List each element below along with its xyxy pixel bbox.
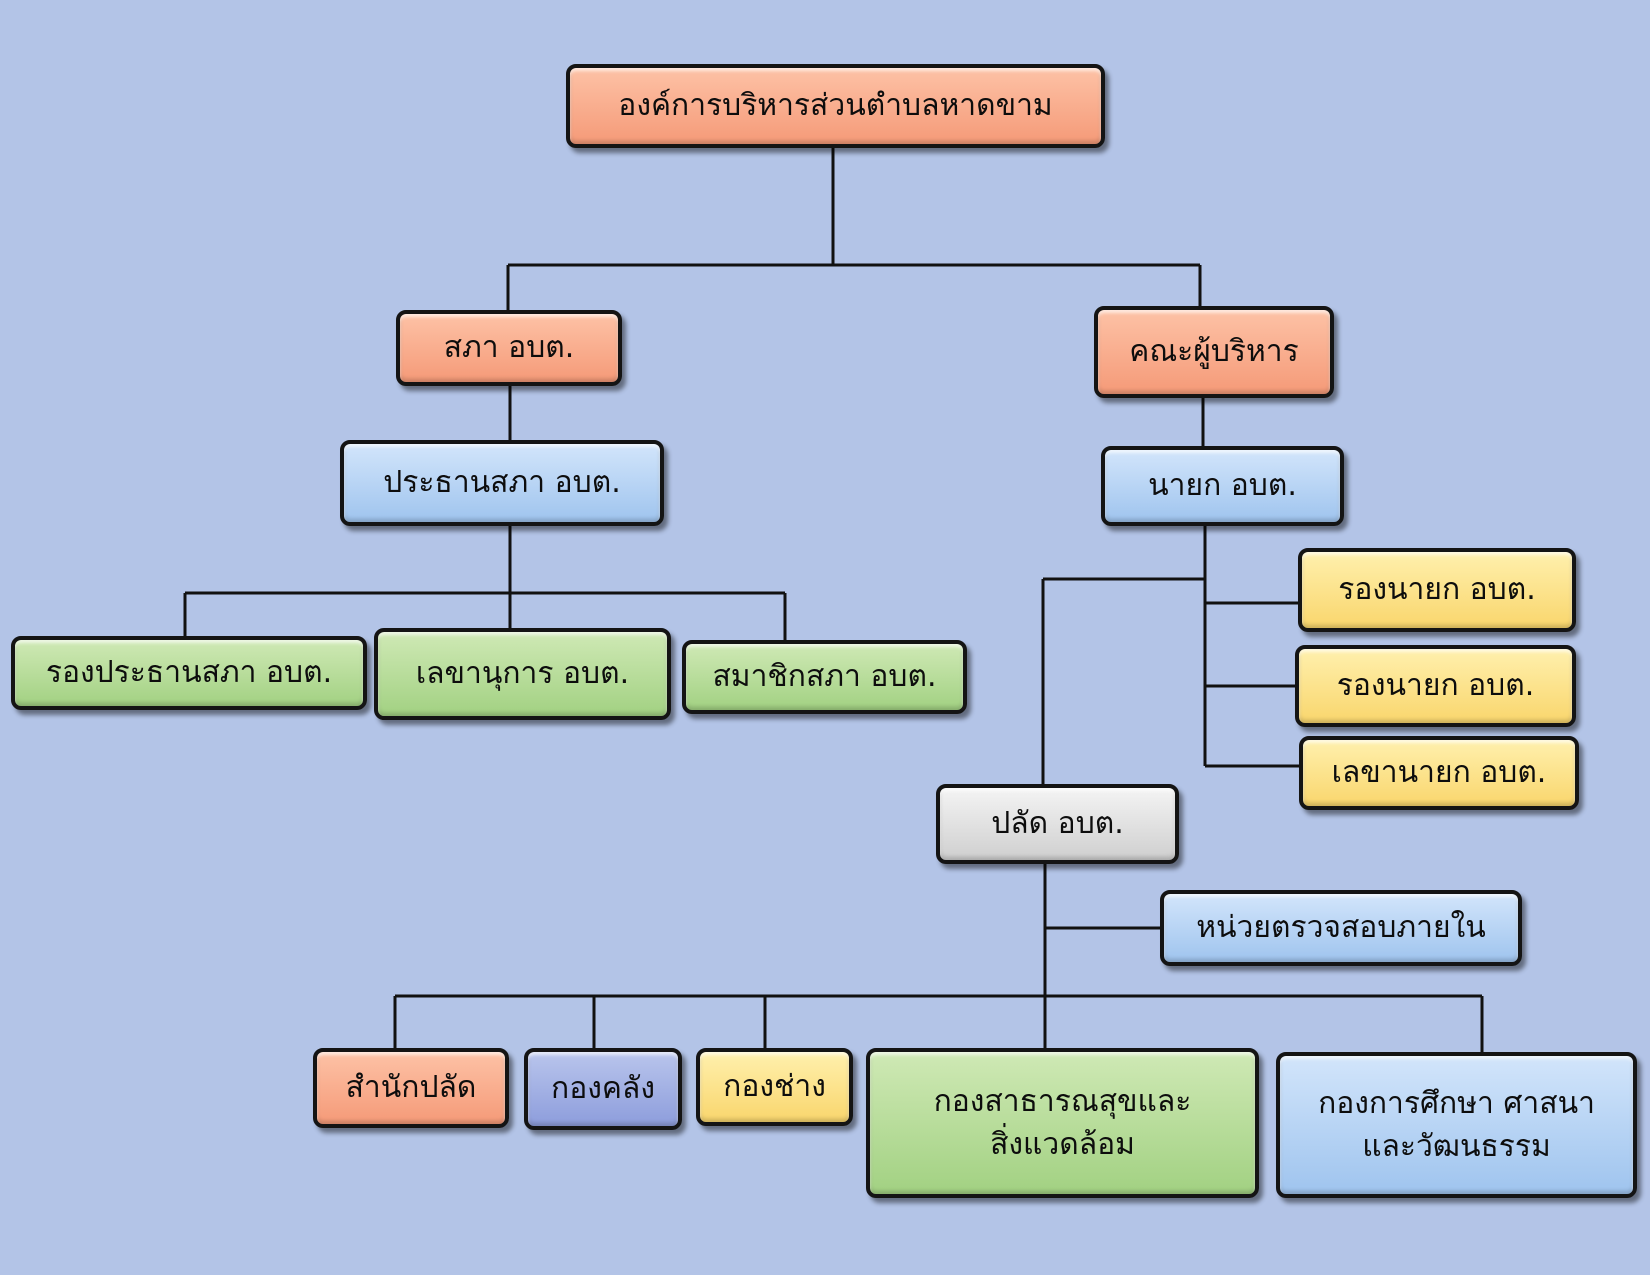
public-health-label-line2: สิ่งแวดล้อม (990, 1127, 1135, 1162)
finance-division-label: กองคลัง (551, 1071, 655, 1107)
engineering-division-box: กองช่าง (696, 1048, 853, 1126)
chief-admin-box: ปลัด อบต. (936, 784, 1179, 864)
mayor-box: นายก อบต. (1101, 446, 1344, 526)
public-health-label-line1: กองสาธารณสุขและ (933, 1083, 1192, 1119)
council-box: สภา อบต. (396, 310, 622, 386)
chief-admin-label: ปลัด อบต. (991, 806, 1124, 842)
deputy-mayor-box: รองนายก อบต. (1298, 548, 1576, 632)
mayor-secretary-label: เลขานายก อบต. (1331, 755, 1547, 791)
mayor-secretary-box: เลขานายก อบต. (1299, 736, 1579, 810)
executives-label: คณะผู้บริหาร (1129, 334, 1299, 370)
council-secretary-label: เลขานุการ อบต. (415, 656, 630, 692)
public-health-division-box: กองสาธารณสุขและ สิ่งแวดล้อม (866, 1048, 1259, 1198)
vice-president-box: รองประธานสภา อบต. (11, 636, 367, 710)
deputy-mayor-label: รองนายก อบต. (1336, 668, 1535, 704)
internal-audit-box: หน่วยตรวจสอบภายใน (1160, 890, 1522, 966)
council-president-box: ประธานสภา อบต. (340, 440, 664, 526)
finance-division-box: กองคลัง (524, 1048, 682, 1130)
education-label-line2: และวัฒนธรรม (1362, 1129, 1551, 1164)
council-member-label: สมาชิกสภา อบต. (712, 659, 937, 695)
office-chief-admin-label: สำนักปลัด (345, 1070, 477, 1106)
internal-audit-label: หน่วยตรวจสอบภายใน (1196, 910, 1486, 946)
education-division-box: กองการศึกษา ศาสนา และวัฒนธรรม (1276, 1052, 1637, 1198)
org-title: องค์การบริหารส่วนตำบลหาดขาม (618, 88, 1053, 124)
education-label-line1: กองการศึกษา ศาสนา (1318, 1085, 1595, 1121)
org-title-box: องค์การบริหารส่วนตำบลหาดขาม (566, 64, 1105, 148)
mayor-label: นายก อบต. (1148, 468, 1297, 504)
executives-box: คณะผู้บริหาร (1094, 306, 1334, 398)
deputy-mayor-label: รองนายก อบต. (1338, 572, 1536, 608)
vice-president-label: รองประธานสภา อบต. (45, 655, 333, 691)
deputy-mayor-box: รองนายก อบต. (1295, 645, 1576, 727)
council-label: สภา อบต. (443, 330, 575, 366)
office-chief-admin-box: สำนักปลัด (313, 1048, 509, 1128)
engineering-division-label: กองช่าง (723, 1069, 826, 1105)
council-member-box: สมาชิกสภา อบต. (682, 640, 967, 714)
council-secretary-box: เลขานุการ อบต. (374, 628, 671, 720)
council-president-label: ประธานสภา อบต. (383, 465, 621, 501)
